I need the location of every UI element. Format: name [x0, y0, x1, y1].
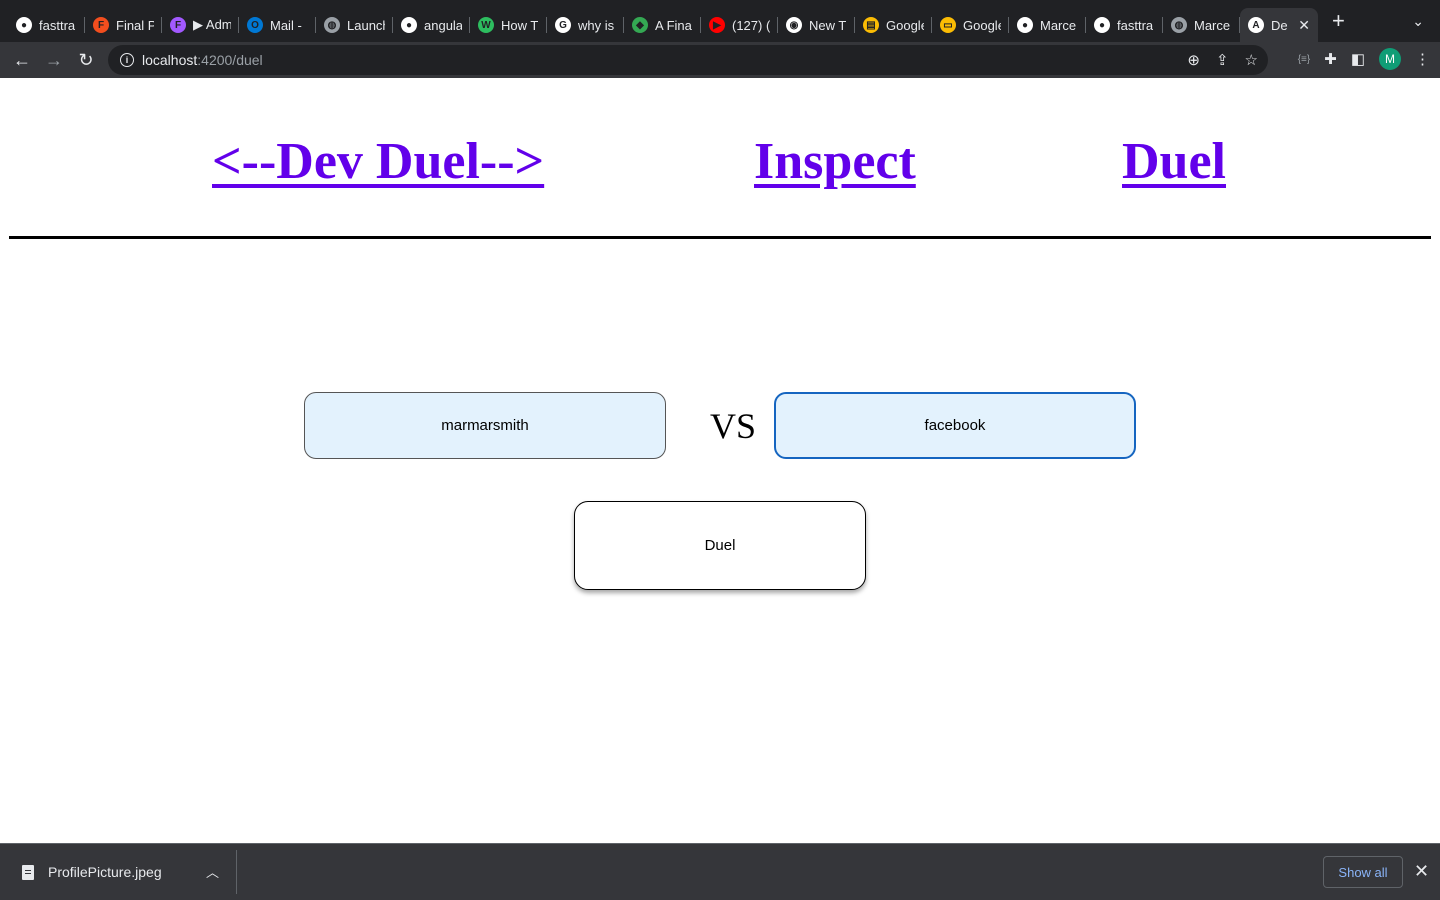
download-item[interactable]: ProfilePicture.jpeg: [22, 864, 162, 880]
tab-title: Final P: [116, 17, 154, 33]
chevron-up-icon[interactable]: ︿: [206, 865, 220, 880]
tab-title: ▶ Adm: [193, 17, 231, 32]
download-filename: ProfilePicture.jpeg: [48, 864, 162, 880]
browser-tab[interactable]: F ▶ Adm: [162, 8, 239, 42]
browser-tab[interactable]: ● fasttra: [8, 8, 85, 42]
browser-tab[interactable]: ◍ Launch: [316, 8, 393, 42]
browser-tab[interactable]: O Mail -: [239, 8, 316, 42]
outlook-icon: O: [247, 17, 263, 33]
tab-title: why is: [578, 17, 615, 33]
browser-tab[interactable]: ◉ New T: [778, 8, 855, 42]
username-input-1[interactable]: [304, 392, 666, 459]
browser-tab[interactable]: ● angula: [393, 8, 470, 42]
tab-title: A Fina: [655, 17, 692, 33]
browser-tab[interactable]: ▭ Google: [932, 8, 1009, 42]
figma-icon: F: [170, 17, 186, 33]
figma-icon: F: [93, 17, 109, 33]
github-icon: ●: [1094, 17, 1110, 33]
github-icon: ●: [16, 17, 32, 33]
nav-link-duel[interactable]: Duel: [1122, 133, 1226, 190]
tab-title: (127) (: [732, 17, 770, 33]
bookmark-star-icon[interactable]: ☆: [1244, 52, 1258, 69]
google-docs-icon: ▤: [863, 17, 879, 33]
browser-tab[interactable]: ◆ A Fina: [624, 8, 701, 42]
browser-toolbar: ← → ↻ i localhost:4200/duel ⊕ ⇪ ☆ {≡} ✚ …: [0, 42, 1440, 78]
globe-icon: ◍: [324, 17, 340, 33]
url-path: :4200/duel: [197, 52, 263, 68]
browser-tab[interactable]: A De ✕: [1240, 8, 1318, 42]
tab-title: Marce: [1040, 17, 1077, 33]
tab-list: ● fasttra F Final P F ▶ Adm O Mail - ◍ Launch ● an…: [0, 0, 1345, 42]
youtube-icon: ▶: [709, 17, 725, 33]
menu-kebab-icon[interactable]: ⋮: [1415, 51, 1430, 68]
shelf-separator: [236, 850, 237, 894]
tab-title: fasttra: [39, 17, 76, 33]
tab-search-icon[interactable]: ⌄: [1412, 13, 1424, 29]
layers-icon: ◆: [632, 17, 648, 33]
site-info-icon[interactable]: i: [120, 53, 134, 67]
reload-icon[interactable]: ↻: [78, 49, 94, 70]
google-slides-icon: ▭: [940, 17, 956, 33]
url-host: localhost: [142, 52, 198, 68]
browser-tab[interactable]: ● Marce: [1009, 8, 1086, 42]
tab-title: Marce: [1194, 17, 1231, 33]
browser-tab[interactable]: ◍ Marce: [1163, 8, 1240, 42]
username-input-2[interactable]: [774, 392, 1136, 459]
extension-icon[interactable]: {≡}: [1297, 53, 1311, 65]
new-tab-icon[interactable]: +: [1332, 8, 1345, 33]
show-all-button[interactable]: Show all: [1323, 856, 1403, 888]
nav-link-home[interactable]: <--Dev Duel-->: [212, 133, 545, 190]
vs-label: VS: [710, 406, 757, 446]
chrome-icon: ◉: [786, 17, 802, 33]
tab-title: Launch: [347, 17, 385, 33]
tab-close-icon[interactable]: ✕: [1298, 17, 1310, 33]
tab-title: Mail -: [270, 17, 302, 33]
share-icon[interactable]: ⇪: [1215, 52, 1229, 69]
close-icon[interactable]: ✕: [1414, 861, 1430, 881]
page-content: <--Dev Duel--> Inspect Duel VS Duel: [0, 78, 1440, 843]
browser-tab[interactable]: W How T: [470, 8, 547, 42]
github-icon: ●: [1017, 17, 1033, 33]
duel-button[interactable]: Duel: [574, 501, 866, 590]
download-shelf: ProfilePicture.jpeg ︿ Show all ✕: [0, 843, 1440, 900]
browser-tab[interactable]: ▶ (127) (: [701, 8, 778, 42]
header-divider: [9, 236, 1431, 239]
tab-title: Google: [963, 17, 1001, 33]
tab-title: Google: [886, 17, 924, 33]
nav-link-inspect[interactable]: Inspect: [754, 133, 916, 190]
file-icon: [22, 864, 34, 880]
browser-tab[interactable]: F Final P: [85, 8, 162, 42]
github-icon: ●: [401, 17, 417, 33]
browser-tab[interactable]: ▤ Google: [855, 8, 932, 42]
tab-strip: ● fasttra F Final P F ▶ Adm O Mail - ◍ Launch ● an…: [0, 0, 1440, 42]
side-panel-icon[interactable]: ◧: [1350, 51, 1365, 68]
omnibox-actions: ⊕ ⇪ ☆: [1187, 51, 1258, 69]
profile-avatar[interactable]: M: [1379, 48, 1401, 70]
tab-title: How T: [501, 17, 539, 33]
tab-title: angula: [424, 17, 462, 33]
google-icon: G: [555, 17, 571, 33]
zoom-icon[interactable]: ⊕: [1187, 52, 1200, 69]
forward-icon[interactable]: →: [45, 49, 63, 70]
angular-icon: A: [1248, 17, 1264, 33]
tab-title: De: [1271, 17, 1288, 33]
url-text: localhost:4200/duel: [142, 52, 263, 68]
address-bar[interactable]: i localhost:4200/duel ⊕ ⇪ ☆: [108, 45, 1268, 75]
browser-tab[interactable]: ● fasttra: [1086, 8, 1163, 42]
extension-area: {≡} ✚ ◧ M ⋮: [1298, 48, 1430, 70]
back-icon[interactable]: ←: [13, 49, 31, 70]
puzzle-icon[interactable]: ✚: [1324, 51, 1337, 68]
globe-icon: ◍: [1171, 17, 1187, 33]
webflow-icon: W: [478, 17, 494, 33]
tab-title: fasttra: [1117, 17, 1154, 33]
tab-title: New T: [809, 17, 847, 33]
